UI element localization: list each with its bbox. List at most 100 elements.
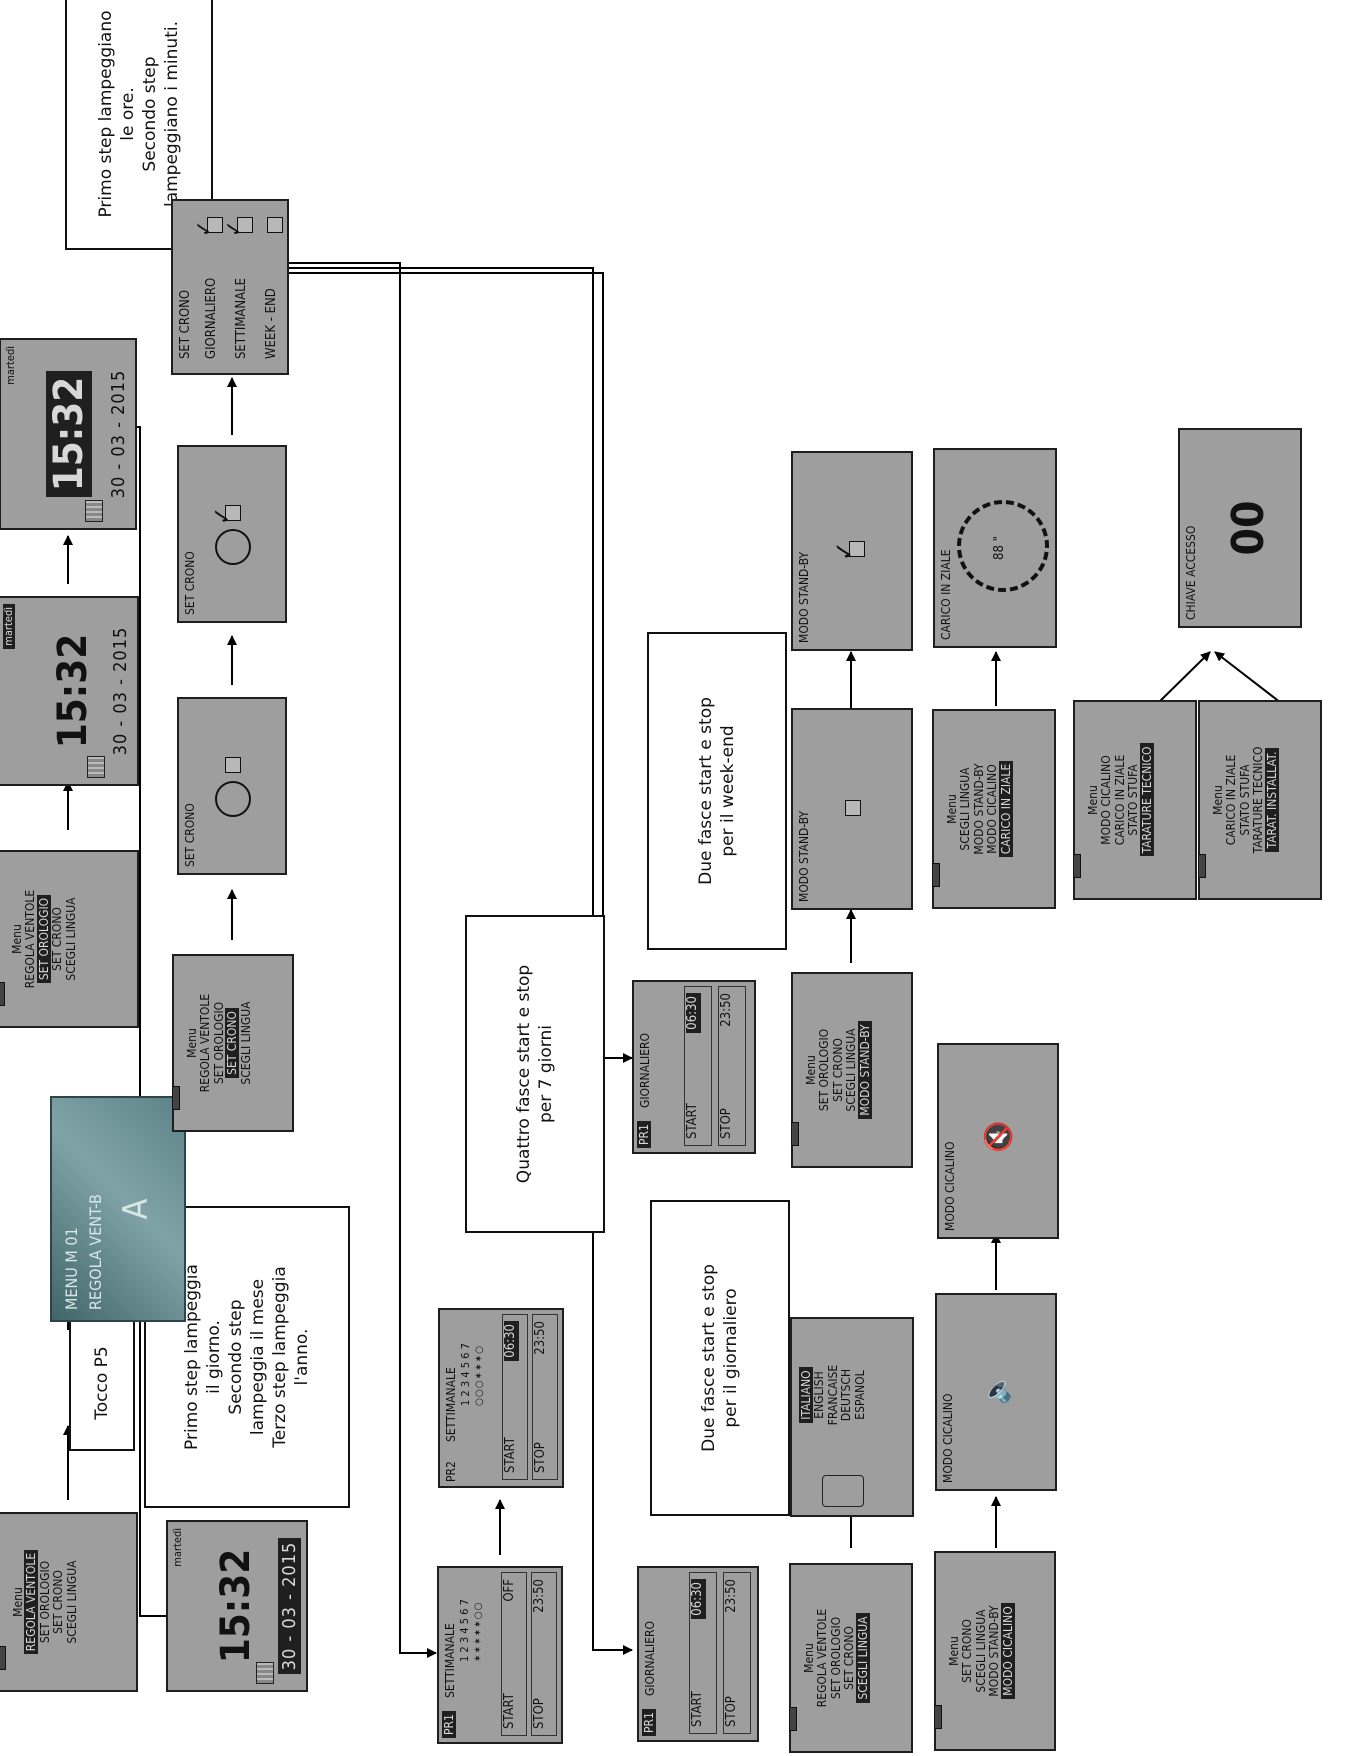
checkmark-icon: ✓ — [830, 541, 860, 561]
screen-title: CARICO IN ZIALE — [939, 549, 953, 640]
menu-item[interactable]: STATO STUFA — [1237, 764, 1252, 836]
menu-item[interactable]: TARAT. INSTALLAT. — [1264, 748, 1279, 852]
date-display: 30 - 03 - 2015 — [109, 626, 131, 756]
menu-item[interactable]: MODO STAND-BY — [971, 763, 986, 855]
stop-value: 23:50 — [533, 1321, 548, 1355]
start-label: START — [685, 1103, 700, 1139]
menu-item[interactable]: MODO CICALINO — [1099, 755, 1114, 845]
language-item[interactable]: ITALIANO — [799, 1367, 813, 1423]
menu-item[interactable]: MODO STAND-BY — [987, 1605, 1002, 1697]
language-item[interactable]: DEUTSCH — [839, 1368, 854, 1422]
screen-tab — [934, 1705, 942, 1729]
menu-item[interactable]: REGOLA VENTOLE — [23, 889, 38, 989]
menu-item[interactable]: SET CRONO — [225, 1008, 240, 1078]
menu-title: Menu — [945, 794, 959, 824]
stop-value: 23:50 — [532, 1579, 547, 1613]
screen-carico: CARICO IN ZIALE 88 " — [933, 448, 1057, 648]
menu-item[interactable]: SCEGLI LINGUA — [958, 767, 973, 851]
menu-item[interactable]: SCEGLI LINGUA — [64, 1560, 79, 1644]
menu-item[interactable]: SET OROLOGIO — [37, 1560, 52, 1644]
start-label: START — [503, 1437, 518, 1473]
menu-item[interactable]: SCEGLI LINGUA — [63, 897, 78, 981]
screen-title: SET CRONO — [183, 551, 197, 615]
menu-item[interactable]: SET OROLOGIO — [817, 1028, 832, 1112]
stop-value: 23:50 — [724, 1579, 739, 1613]
stop-label: STOP — [532, 1698, 547, 1729]
start-label: START — [690, 1691, 705, 1727]
stopwatch-icon — [215, 529, 251, 565]
menu-item[interactable]: SET CRONO — [960, 1619, 975, 1683]
menu-item[interactable]: REGOLA VENTOLE — [24, 1549, 39, 1655]
screen-set-crono-on: SET CRONO ✓ — [177, 445, 287, 623]
menu-item[interactable]: SET OROLOGIO — [211, 1001, 226, 1085]
start-value: 06:30 — [503, 1321, 519, 1361]
screen-clock-a: martedì 15:32 30 - 03 - 2015 — [0, 596, 139, 786]
menu-item[interactable]: REGOLA VENTOLE — [198, 993, 213, 1093]
stop-slot: STOP 23:50 — [531, 1572, 557, 1736]
start-slot: START 06:30 — [502, 1314, 528, 1480]
menu-item[interactable]: CARICO IN ZIALE — [1112, 754, 1127, 846]
screen-tab — [1073, 854, 1081, 878]
start-value: 06:30 — [690, 1579, 706, 1619]
menu-item[interactable]: TARATURE TECNICO — [1139, 743, 1154, 857]
crono-list-item: SETTIMANALE — [234, 277, 249, 359]
menu-item[interactable]: CARICO IN ZIALE — [1224, 754, 1239, 846]
stop-slot: STOP 23:50 — [532, 1314, 558, 1480]
stopwatch-icon — [215, 781, 251, 817]
screen-title: CHIAVE ACCESSO — [1184, 525, 1198, 620]
menu-item[interactable]: TARATURE TECNICO — [1251, 746, 1266, 854]
screen-title: SETTIMANALE — [443, 1623, 457, 1698]
menu-item[interactable]: MODO CICALINO — [1000, 1603, 1015, 1699]
screen-set-crono-off: SET CRONO — [177, 697, 287, 875]
language-item[interactable]: FRANCAISE — [825, 1364, 840, 1426]
screen-chiave: CHIAVE ACCESSO 00 — [1178, 428, 1302, 628]
menu-title: Menu — [10, 924, 24, 954]
screen-cicalino-off: MODO CICALINO 🔇 — [937, 1043, 1059, 1239]
menu-item[interactable]: SET CRONO — [51, 1570, 66, 1634]
start-value: OFF — [502, 1579, 517, 1602]
menu-item[interactable]: SCEGLI LINGUA — [973, 1609, 988, 1693]
menu-title: Menu — [185, 1028, 199, 1058]
screen-settimanale-pr1: PR1 SETTIMANALE 1 2 3 4 5 6 7 ✶✶✶✶✶○○ ST… — [437, 1566, 563, 1744]
menu-item[interactable]: SET OROLOGIO — [36, 894, 51, 984]
weekday-label: martedì — [171, 1528, 184, 1567]
screen-clock-c: martedì 15:32 30 - 03 - 2015 — [166, 1520, 308, 1692]
note-tocco-p5: Tocco P5 — [69, 1315, 135, 1451]
language-item[interactable]: ENGLISH — [812, 1371, 827, 1419]
menu-item[interactable]: STATO STUFA — [1126, 764, 1141, 836]
stop-label: STOP — [533, 1442, 548, 1473]
menu-item[interactable]: MODO STAND-BY — [857, 1021, 872, 1119]
checkmark-icon: ✓ — [222, 220, 247, 237]
menu-item[interactable]: SET CRONO — [50, 907, 65, 971]
menu-item[interactable]: SCEGLI LINGUA — [238, 1001, 253, 1085]
speaker-muted-icon: 🔇 — [984, 1120, 1014, 1153]
menu-item[interactable]: SET CRONO — [830, 1038, 845, 1102]
start-value: 06:30 — [685, 993, 701, 1033]
menu-item[interactable]: SET OROLOGIO — [828, 1616, 843, 1700]
menu-item[interactable]: SET CRONO — [842, 1626, 857, 1690]
menu-item[interactable]: SCEGLI LINGUA — [855, 1613, 870, 1703]
menu-item[interactable]: SCEGLI LINGUA — [844, 1028, 859, 1112]
menu-item[interactable]: CARICO IN ZIALE — [998, 760, 1013, 858]
standby-checkbox — [845, 800, 861, 816]
screen-title: GIORNALIERO — [638, 1032, 652, 1108]
date-display: 30 - 03 - 2015 — [107, 369, 129, 499]
checkmark-icon: ✓ — [208, 506, 236, 525]
menu-item[interactable]: REGOLA VENTOLE — [815, 1608, 830, 1708]
language-item[interactable]: ESPANOL — [852, 1370, 867, 1420]
program-badge: PR1 — [642, 1709, 656, 1736]
photo-line-2: REGOLA VENT-B — [86, 1194, 105, 1310]
days-row: 1 2 3 4 5 6 7 — [459, 1343, 472, 1406]
menu-item[interactable]: MODO CICALINO — [985, 764, 1000, 854]
screen-set-crono-list: SET CRONO GIORNALIERO SETTIMANALE WEEK -… — [171, 199, 289, 375]
